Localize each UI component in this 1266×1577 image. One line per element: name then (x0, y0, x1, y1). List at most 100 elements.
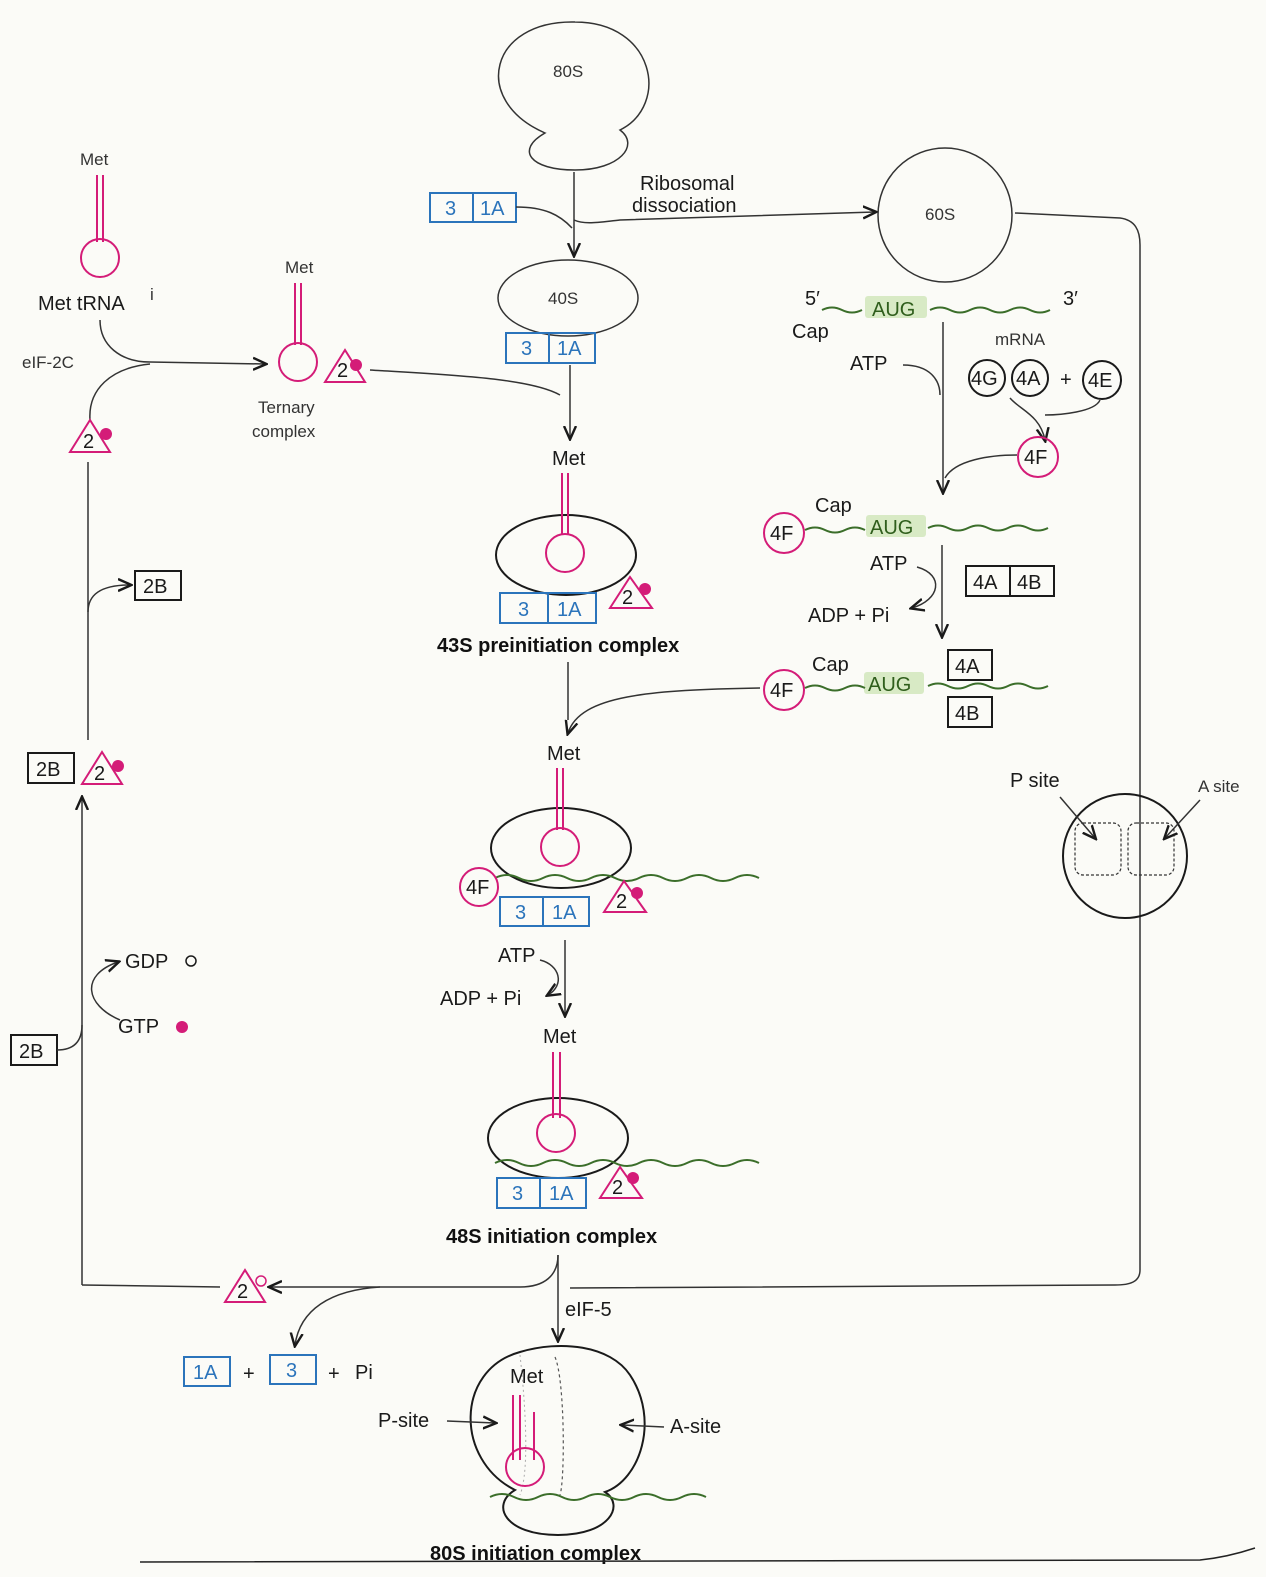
met-label-80s: Met (510, 1366, 544, 1388)
five-prime-label: 5′ (805, 288, 820, 310)
ribosomal-dissociation-label-2: dissociation (632, 195, 737, 217)
ribosomal-dissociation-label-1: Ribosomal (640, 173, 734, 195)
eif4f-label: 4F (770, 523, 793, 545)
complex-48s-label: 48S initiation complex (446, 1226, 657, 1248)
eif2b-box-lower: 2B (10, 1034, 58, 1066)
ribosome-40s-label: 40S (548, 289, 578, 308)
eif2-gtp-ternary: 2 (323, 348, 367, 383)
eif1a-label: 1A (557, 338, 582, 360)
eif2b-label: 2B (143, 576, 167, 598)
eif2c-label: eIF-2C (22, 353, 74, 372)
gdp-label: GDP (125, 951, 168, 973)
eif3-label: 3 (518, 599, 529, 621)
atp-label-right-mid: ATP (870, 553, 907, 575)
complex-80s-label: 80S initiation complex (430, 1543, 641, 1565)
atp-label-right-top: ATP (850, 353, 887, 375)
eif2-label: 2 (237, 1281, 248, 1303)
met-trna-label: Met tRNA (38, 293, 125, 315)
cap-label-mid: Cap (815, 495, 852, 517)
a-site-label-right: A site (1198, 777, 1240, 796)
complex-43s: 3 1A 2 (495, 473, 654, 624)
pi-label: Pi (355, 1362, 373, 1384)
eif2-label: 2 (83, 431, 94, 453)
eif3-label: 3 (286, 1360, 297, 1382)
eif4g-eif4a-eif4e-group: 4G 4A + 4E (968, 359, 1122, 400)
plus-sign: + (1060, 369, 1072, 391)
ternary-label-2: complex (252, 422, 316, 441)
ribosome-80s-label: 80S (553, 62, 583, 81)
eif1a-label: 1A (193, 1362, 218, 1384)
ternary-trna-icon (278, 283, 318, 382)
cap-label-bottom: Cap (812, 654, 849, 676)
met-label-43s: Met (552, 448, 586, 470)
plus-sign: + (243, 1363, 255, 1385)
cap-label-top: Cap (792, 321, 829, 343)
eif2-label: 2 (616, 891, 627, 913)
three-prime-label: 3′ (1063, 288, 1078, 310)
eif5-label: eIF-5 (565, 1299, 612, 1321)
aug-codon-top: AUG (872, 299, 915, 321)
a-site-label-80s: A-site (670, 1416, 721, 1438)
eif3-eif1a-pair-40s: 3 1A (505, 332, 596, 364)
eif4f-label: 4F (770, 680, 793, 702)
met-label-48s: Met (543, 1026, 577, 1048)
met-label-left: Met (80, 150, 109, 169)
eif3-label: 3 (512, 1183, 523, 1205)
eif2b-label: 2B (19, 1041, 43, 1063)
eif4b-label: 4B (1017, 572, 1041, 594)
gtp-label: GTP (118, 1016, 159, 1038)
eif2-label: 2 (94, 763, 105, 785)
complex-80s (469, 1344, 707, 1537)
p-site-label-right: P site (1010, 770, 1060, 792)
eif2b-box-upper: 2B (134, 570, 182, 601)
aug-codon-mid: AUG (870, 517, 913, 539)
eif2-gtp-left: 2 (68, 418, 112, 453)
complex-scanning: 4F 3 1A 2 (459, 768, 760, 927)
met-trna-superscript: i (150, 285, 154, 304)
eif4f-label: 4F (466, 877, 489, 899)
complex-48s: 3 1A 2 (487, 1052, 760, 1209)
mrna-label: mRNA (995, 330, 1046, 349)
mrna-activated: 4F AUG 4A 4B (763, 649, 1049, 728)
released-factors: 1A + 3 + Pi (183, 1354, 373, 1387)
ribosome-40s: 40S (497, 259, 639, 337)
adp-pi-label-center: ADP + Pi (440, 988, 521, 1010)
met-label-scan: Met (547, 743, 581, 765)
eif4b-label: 4B (955, 703, 979, 725)
eif4a-label: 4A (1016, 368, 1041, 390)
eif3-eif1a-pair-top: 3 1A (429, 192, 517, 223)
adp-pi-label-right: ADP + Pi (808, 605, 889, 627)
ribosome-60s-label: 60S (925, 205, 955, 224)
eif3-label: 3 (521, 338, 532, 360)
eif3-label: 3 (515, 902, 526, 924)
eif2-gdp-released: 2 (223, 1268, 267, 1303)
eif4a-label: 4A (973, 572, 998, 594)
eif1a-label: 1A (549, 1183, 574, 1205)
complex-43s-label: 43S preinitiation complex (437, 635, 679, 657)
eif3-label: 3 (445, 198, 456, 220)
eif1a-label: 1A (480, 198, 505, 220)
eif4e-label: 4E (1088, 370, 1112, 392)
mrna-with-4f: 4F AUG (763, 512, 1049, 554)
ribosome-80s: 80S (497, 21, 650, 171)
eif4a-eif4b-pair: 4A 4B (965, 565, 1055, 597)
atp-label-center: ATP (498, 945, 535, 967)
ternary-label-1: Ternary (258, 398, 315, 417)
eif2-label: 2 (612, 1177, 623, 1199)
aug-codon-bottom: AUG (868, 674, 911, 696)
eif2-label: 2 (622, 587, 633, 609)
eif1a-label: 1A (552, 902, 577, 924)
eif2b-eif2-complex: 2B 2 (27, 750, 124, 785)
mrna-top: AUG (821, 296, 1051, 321)
eif4f-circle-right: 4F (1017, 436, 1059, 478)
met-label-ternary: Met (285, 258, 314, 277)
p-site-label-80s: P-site (378, 1410, 429, 1432)
met-trna-icon (80, 175, 120, 278)
ribosome-60s: 60S (877, 147, 1013, 283)
eif2-label: 2 (337, 360, 348, 382)
plus-sign: + (328, 1363, 340, 1385)
eif4f-label: 4F (1024, 447, 1047, 469)
eif1a-label: 1A (557, 599, 582, 621)
